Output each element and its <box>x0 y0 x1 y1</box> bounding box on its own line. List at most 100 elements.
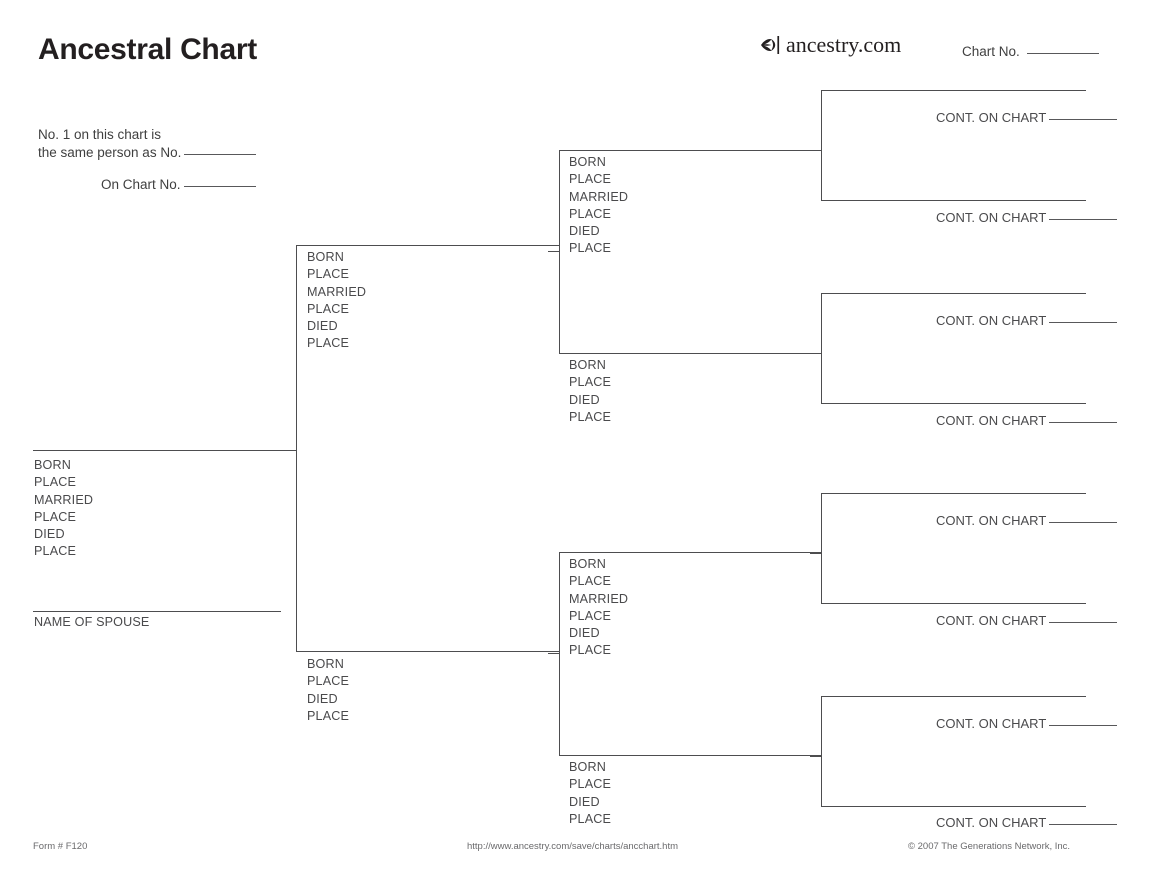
gen4-person5-name-line[interactable] <box>821 493 1086 494</box>
gen4-person1-cont-label: CONT. ON CHART <box>936 110 1047 125</box>
gen4-person2-cont-blank[interactable] <box>1049 219 1118 220</box>
on-chart-no-blank[interactable] <box>183 186 256 187</box>
gen4-person1-cont-blank[interactable] <box>1049 119 1118 120</box>
gen3-lower-stub <box>548 653 559 654</box>
gen4-bracket-a-stub <box>810 150 821 151</box>
gen3-person2-name-line[interactable] <box>559 353 821 354</box>
gen2-father-field-place1: PLACE <box>307 267 350 282</box>
gen2-mother-fields: BORN PLACE DIED PLACE <box>307 656 349 725</box>
gen4-person4-name-line[interactable] <box>821 403 1086 404</box>
gen3-person3-fields: BORN PLACE MARRIED PLACE DIED PLACE <box>569 556 628 660</box>
person1-field-place1: PLACE <box>34 475 77 490</box>
gen2-mother-field-died: DIED <box>307 691 338 706</box>
gen3-person3-field-married: MARRIED <box>569 591 629 606</box>
gen4-bracket-d <box>821 696 822 807</box>
gen4-person6-cont[interactable]: CONT. ON CHART <box>936 613 1118 628</box>
chart-no-label: Chart No. <box>962 44 1020 59</box>
gen4-person3-name-line[interactable] <box>821 293 1086 294</box>
gen3-person4-field-place1: PLACE <box>569 777 612 792</box>
gen4-bracket-b <box>821 293 822 404</box>
gen4-person3-cont[interactable]: CONT. ON CHART <box>936 313 1118 328</box>
leaf-icon <box>761 36 780 54</box>
gen4-person2-cont-label: CONT. ON CHART <box>936 210 1047 225</box>
gen2-bracket <box>296 245 297 651</box>
gen3-person2-fields: BORN PLACE DIED PLACE <box>569 357 611 426</box>
gen3-person4-field-born: BORN <box>569 760 606 774</box>
gen4-person1-name-line[interactable] <box>821 90 1086 91</box>
gen3-person1-field-place3: PLACE <box>569 241 612 256</box>
gen3-person1-field-place2: PLACE <box>569 206 612 221</box>
person1-spouse-caption: NAME OF SPOUSE <box>34 615 150 629</box>
gen2-father-field-died: DIED <box>307 319 338 334</box>
gen4-bracket-b-stub <box>810 353 821 354</box>
brand-name: ancestry.com <box>786 32 902 57</box>
note-line-1: No. 1 on this chart is <box>38 127 162 142</box>
gen2-mother-field-place1: PLACE <box>307 674 350 689</box>
gen4-person6-cont-blank[interactable] <box>1049 622 1118 623</box>
gen2-mother-name-line[interactable] <box>296 651 559 652</box>
note-line-2-row[interactable]: the same person as No. <box>38 144 257 162</box>
gen3-person3-field-born: BORN <box>569 557 606 571</box>
gen3-lower-bracket <box>559 552 560 755</box>
gen4-person5-cont-label: CONT. ON CHART <box>936 513 1047 528</box>
gen4-person3-cont-blank[interactable] <box>1049 322 1118 323</box>
gen4-person7-cont-label: CONT. ON CHART <box>936 716 1047 731</box>
gen4-person4-cont[interactable]: CONT. ON CHART <box>936 413 1118 428</box>
gen4-person6-name-line[interactable] <box>821 603 1086 604</box>
person1-name-line[interactable] <box>33 450 296 451</box>
gen4-person7-cont-blank[interactable] <box>1049 725 1118 726</box>
person1-field-married: MARRIED <box>34 492 94 507</box>
gen4-person8-cont-blank[interactable] <box>1049 824 1118 825</box>
note-line-3: On Chart No. <box>101 177 181 192</box>
gen3-person4-field-place2: PLACE <box>569 811 612 826</box>
gen3-person3-field-died: DIED <box>569 626 600 641</box>
gen3-person1-field-married: MARRIED <box>569 189 629 204</box>
gen2-father-field-born: BORN <box>307 250 344 264</box>
gen4-person7-cont[interactable]: CONT. ON CHART <box>936 716 1118 731</box>
gen4-person1-cont[interactable]: CONT. ON CHART <box>936 110 1118 125</box>
same-person-note: No. 1 on this chart is the same person a… <box>38 126 257 194</box>
gen3-person1-field-died: DIED <box>569 224 600 239</box>
gen3-person2-field-place1: PLACE <box>569 375 612 390</box>
gen4-bracket-c <box>821 493 822 604</box>
chart-no-field[interactable]: Chart No. <box>962 44 1099 59</box>
gen3-person3-field-place1: PLACE <box>569 574 612 589</box>
person1-field-died: DIED <box>34 527 65 542</box>
gen4-person8-cont[interactable]: CONT. ON CHART <box>936 815 1118 830</box>
gen4-person8-cont-label: CONT. ON CHART <box>936 815 1047 830</box>
gen4-person4-cont-blank[interactable] <box>1049 422 1118 423</box>
gen3-person4-name-line[interactable] <box>559 755 821 756</box>
gen3-person1-field-born: BORN <box>569 155 606 169</box>
person1-fields: BORN PLACE MARRIED PLACE DIED PLACE <box>34 457 93 561</box>
chart-no-blank[interactable] <box>1026 53 1099 54</box>
gen4-bracket-c-stub <box>810 553 821 554</box>
gen2-father-fields: BORN PLACE MARRIED PLACE DIED PLACE <box>307 249 366 353</box>
gen3-upper-stub <box>548 251 559 252</box>
gen3-person1-name-line[interactable] <box>559 150 821 151</box>
gen4-person8-name-line[interactable] <box>821 806 1086 807</box>
gen4-person2-name-line[interactable] <box>821 200 1086 201</box>
gen3-person2-field-died: DIED <box>569 392 600 407</box>
page-title: Ancestral Chart <box>38 33 257 66</box>
footer-url[interactable]: http://www.ancestry.com/save/charts/ancc… <box>467 841 679 852</box>
same-person-no-blank[interactable] <box>184 154 257 155</box>
gen2-father-field-place2: PLACE <box>307 301 350 316</box>
gen3-person3-name-line[interactable] <box>559 552 821 553</box>
gen4-person4-cont-label: CONT. ON CHART <box>936 413 1047 428</box>
gen4-person2-cont[interactable]: CONT. ON CHART <box>936 210 1118 225</box>
gen4-person7-name-line[interactable] <box>821 696 1086 697</box>
gen3-person3-field-place3: PLACE <box>569 643 612 658</box>
footer-copyright: © 2007 The Generations Network, Inc. <box>908 841 1071 852</box>
person1-field-place3: PLACE <box>34 544 77 559</box>
gen4-person5-cont-blank[interactable] <box>1049 522 1118 523</box>
gen4-bracket-a <box>821 90 822 201</box>
gen4-person5-cont[interactable]: CONT. ON CHART <box>936 513 1118 528</box>
note-line-3-row[interactable]: On Chart No. <box>38 176 256 194</box>
gen3-person4-field-died: DIED <box>569 794 600 809</box>
gen2-mother-field-place2: PLACE <box>307 708 350 723</box>
gen3-person2-field-born: BORN <box>569 358 606 372</box>
gen4-bracket-d-stub <box>810 756 821 757</box>
person1-spouse-line[interactable] <box>33 611 281 612</box>
gen2-father-name-line[interactable] <box>296 245 559 246</box>
